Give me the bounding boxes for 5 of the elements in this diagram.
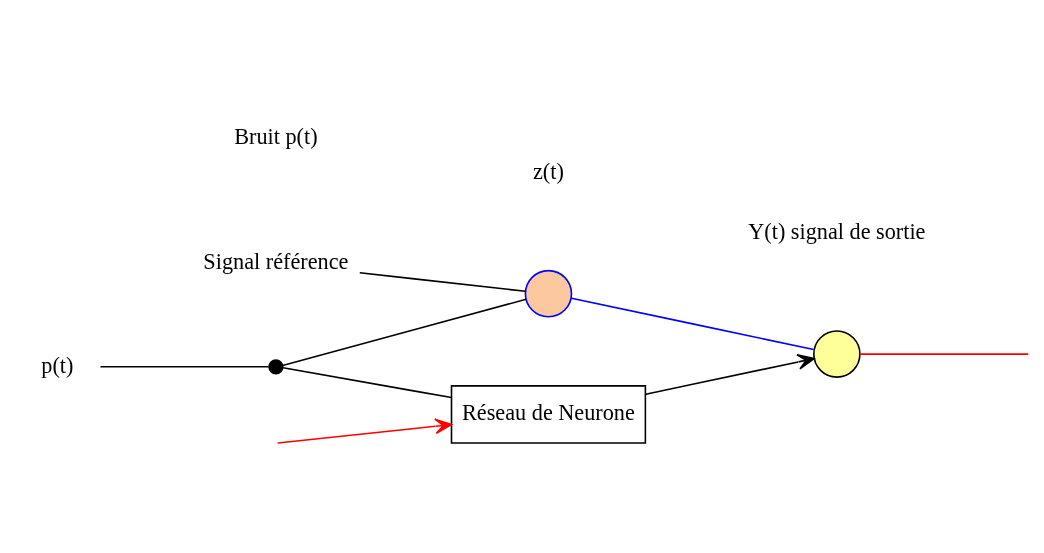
label: z(t)	[533, 158, 564, 184]
label: Bruit p(t)	[234, 123, 318, 149]
node-text: Signal référence	[203, 249, 349, 275]
node-text: p(t)	[41, 352, 74, 378]
label: Y(t) signal de sortie	[748, 219, 926, 245]
